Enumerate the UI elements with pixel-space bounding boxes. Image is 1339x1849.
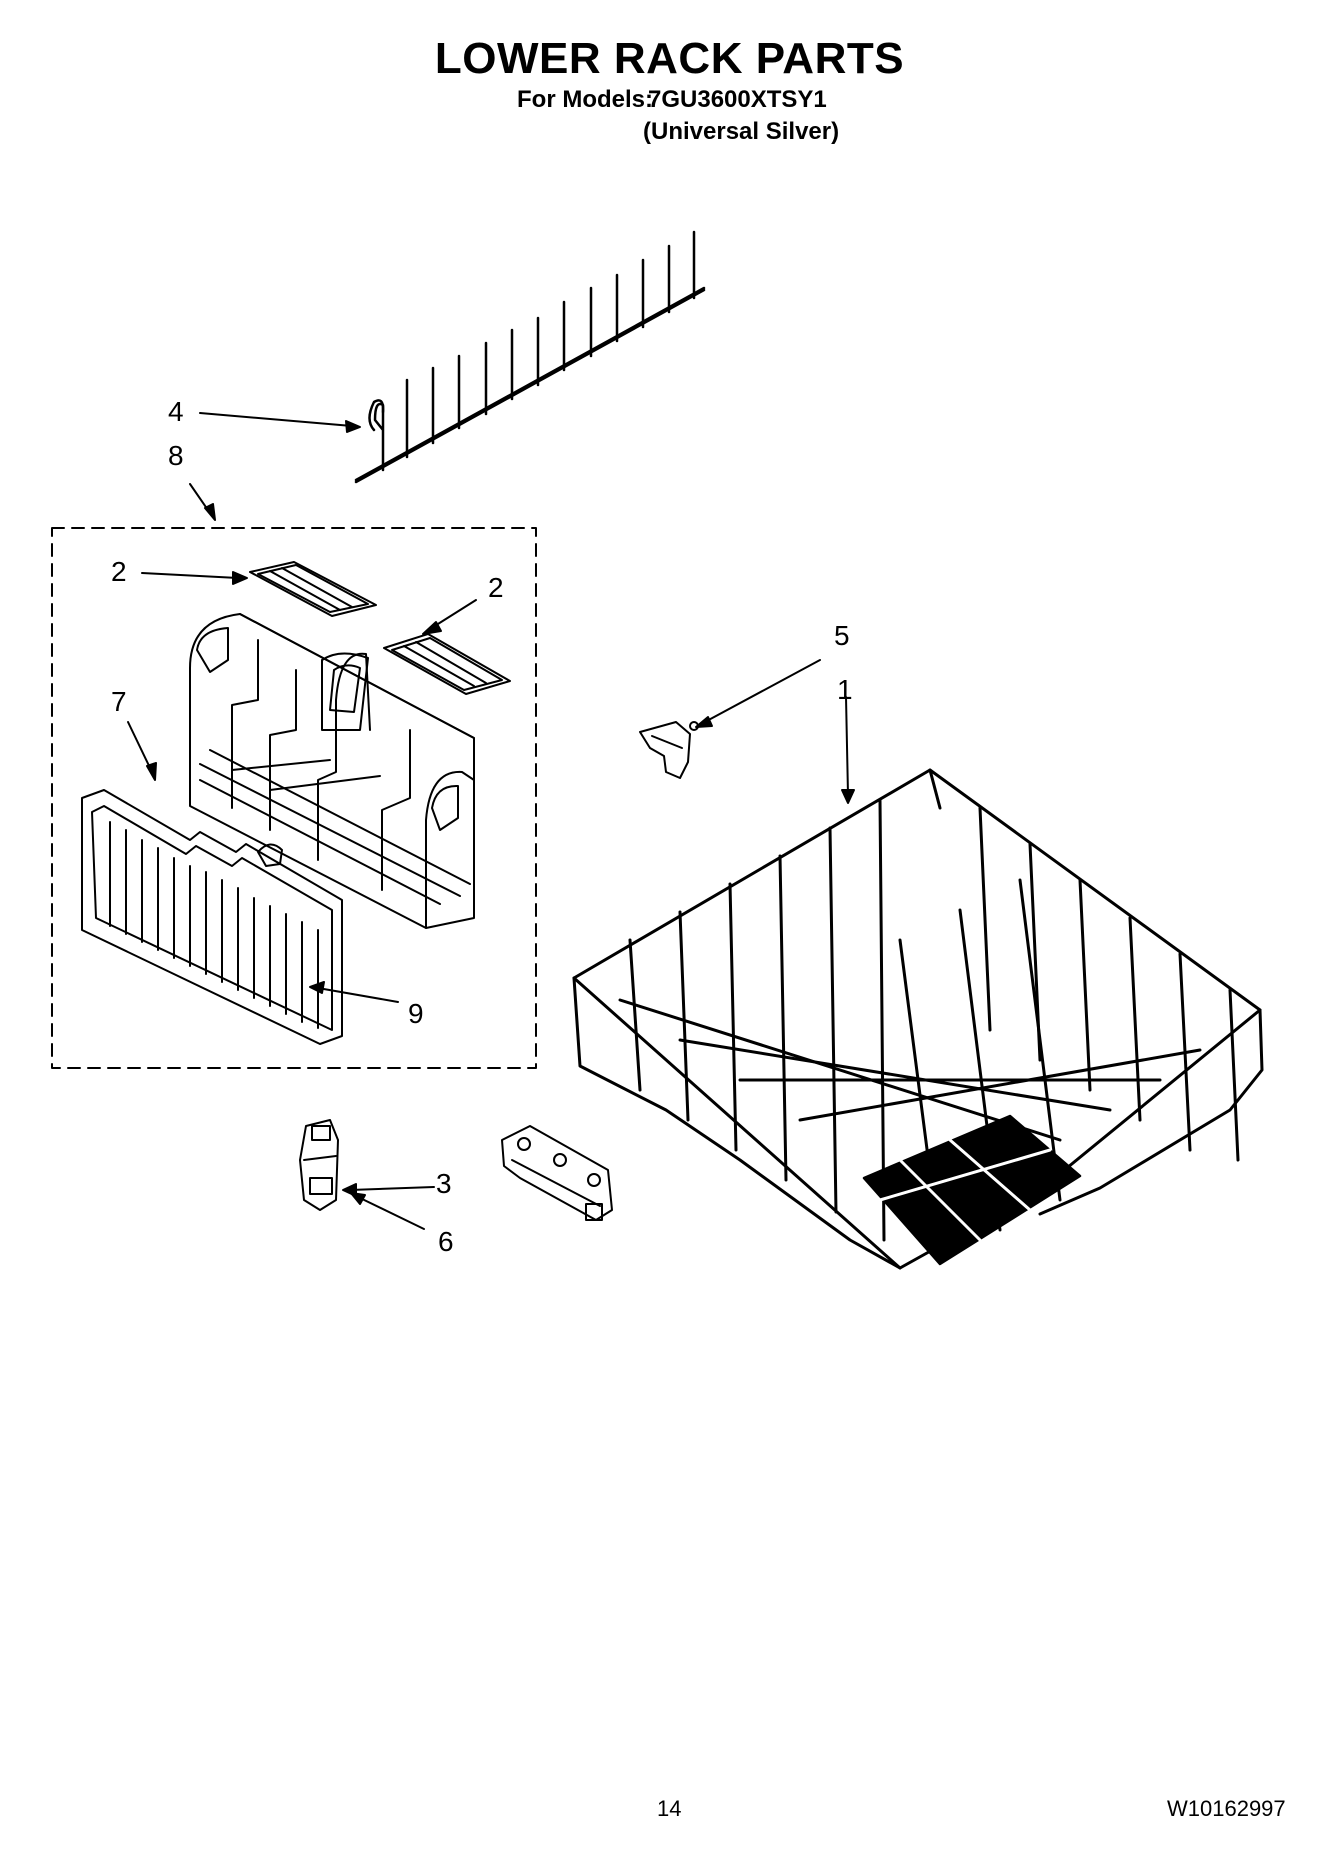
lower-rack-part-1 <box>572 768 1264 1270</box>
page-number: 14 <box>657 1796 682 1821</box>
clip-part-5 <box>639 721 699 779</box>
basket-cover-part-2-left <box>249 561 377 617</box>
callout-4: 4 <box>168 396 184 427</box>
callout-1: 1 <box>837 674 853 705</box>
callout-2-right: 2 <box>488 572 504 603</box>
kit-boundary-part-8 <box>51 527 537 1069</box>
callout-2-left: 2 <box>111 556 127 587</box>
rack-floor-grid <box>878 1138 1052 1242</box>
basket-cover-part-2-right <box>383 633 511 695</box>
callout-8: 8 <box>168 440 184 471</box>
document-number: W10162997 <box>1167 1796 1286 1821</box>
silverware-basket-part-7 <box>189 613 475 929</box>
models-label: For Models: <box>517 86 653 113</box>
callout-5: 5 <box>834 620 850 651</box>
callout-9: 9 <box>408 998 424 1029</box>
page-title: LOWER RACK PARTS <box>434 34 905 83</box>
model-variant: (Universal Silver) <box>643 118 840 145</box>
stop-clip-part-6 <box>299 1119 339 1211</box>
rack-floor-dark-section <box>862 1114 1082 1266</box>
rack-bumper-part-3 <box>501 1125 613 1221</box>
callout-6: 6 <box>438 1226 454 1257</box>
leader-lines <box>127 412 855 1230</box>
tine-row-part-4 <box>354 230 706 484</box>
callout-7: 7 <box>111 686 127 717</box>
basket-cover-panel-part-9 <box>81 789 343 1045</box>
model-number: 7GU3600XTSY1 <box>648 86 827 113</box>
callout-3: 3 <box>436 1168 452 1199</box>
